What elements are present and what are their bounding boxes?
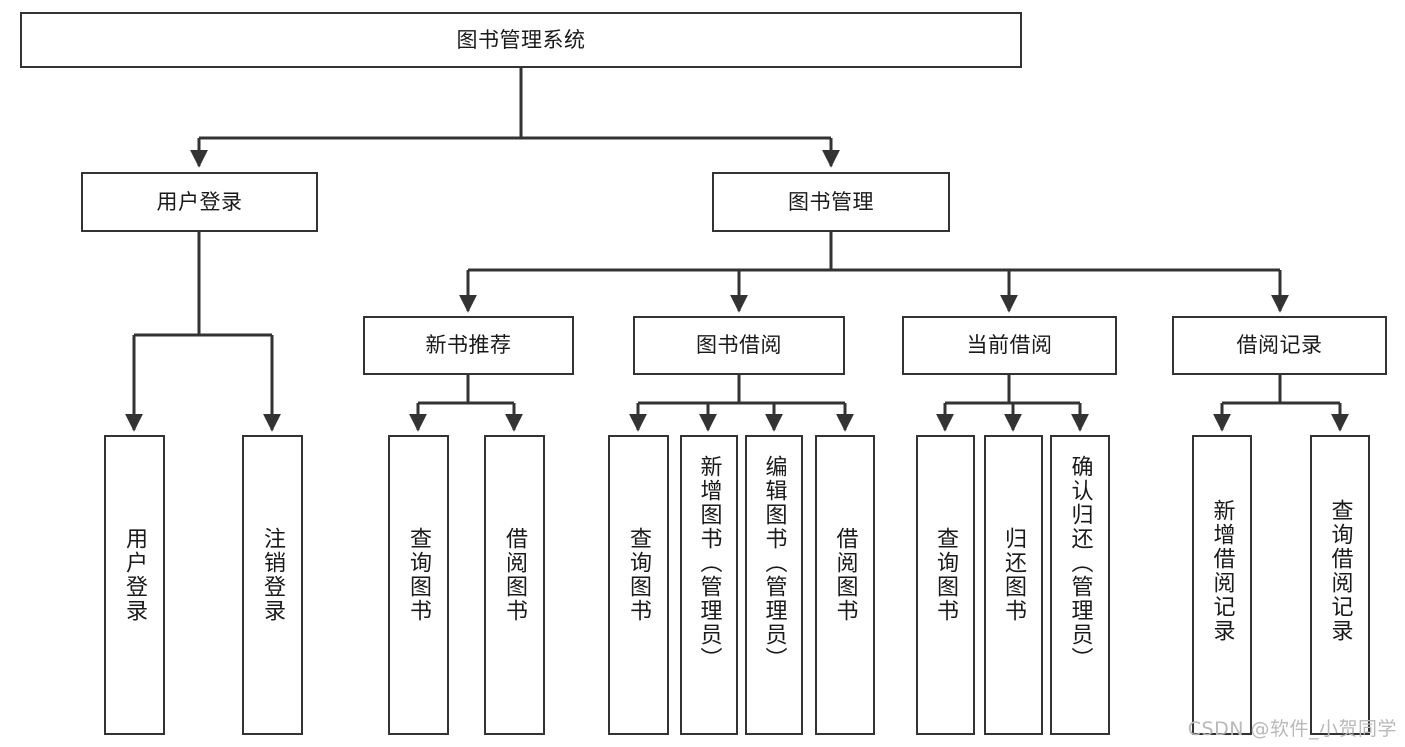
node-borrow-record[interactable]: 借阅记录: [1172, 316, 1387, 375]
leaf-logout[interactable]: 注销登录: [242, 435, 303, 735]
node-label: 注销登录: [260, 527, 286, 623]
node-label: 查询图书: [406, 527, 432, 623]
node-label: 查询借阅记录: [1327, 499, 1353, 643]
leaf-query-borrow-record[interactable]: 查询借阅记录: [1310, 435, 1370, 735]
leaf-borrow-book-recommend[interactable]: 借阅图书: [484, 435, 545, 735]
node-label: 确认归还（管理员）: [1067, 455, 1093, 671]
node-label: 图书管理系统: [456, 27, 586, 52]
node-label: 图书借阅: [696, 333, 782, 358]
leaf-add-book-admin[interactable]: 新增图书（管理员）: [680, 435, 738, 735]
leaf-return-book[interactable]: 归还图书: [984, 435, 1043, 735]
node-current-borrow[interactable]: 当前借阅: [902, 316, 1117, 375]
node-label: 用户登录: [122, 527, 148, 623]
node-label: 查询图书: [933, 527, 959, 623]
node-label: 新书推荐: [425, 333, 512, 358]
node-label: 归还图书: [1001, 527, 1027, 623]
leaf-edit-book-admin[interactable]: 编辑图书（管理员）: [745, 435, 803, 735]
node-new-book-recommend[interactable]: 新书推荐: [363, 316, 574, 375]
node-label: 借阅记录: [1236, 333, 1323, 358]
node-label: 借阅图书: [502, 527, 528, 623]
node-root-system[interactable]: 图书管理系统: [20, 12, 1022, 68]
node-user-login[interactable]: 用户登录: [81, 172, 318, 232]
node-label: 新增借阅记录: [1209, 499, 1235, 643]
leaf-add-borrow-record[interactable]: 新增借阅记录: [1192, 435, 1252, 735]
leaf-query-book-borrow[interactable]: 查询图书: [608, 435, 669, 735]
leaf-confirm-return-admin[interactable]: 确认归还（管理员）: [1050, 435, 1110, 735]
node-label: 图书管理: [788, 189, 874, 214]
node-label: 查询图书: [626, 527, 652, 623]
node-book-borrow[interactable]: 图书借阅: [633, 316, 845, 375]
node-book-management[interactable]: 图书管理: [712, 172, 950, 232]
watermark-text: CSDN @软件_小贺同学: [1187, 718, 1397, 740]
node-label: 当前借阅: [966, 333, 1053, 358]
leaf-query-book-recommend[interactable]: 查询图书: [388, 435, 449, 735]
node-label: 用户登录: [156, 189, 243, 214]
node-label: 编辑图书（管理员）: [761, 455, 787, 671]
leaf-borrow-book[interactable]: 借阅图书: [815, 435, 875, 735]
leaf-query-book-current[interactable]: 查询图书: [916, 435, 975, 735]
node-label: 新增图书（管理员）: [696, 455, 722, 671]
node-label: 借阅图书: [832, 527, 858, 623]
leaf-user-login[interactable]: 用户登录: [104, 435, 165, 735]
